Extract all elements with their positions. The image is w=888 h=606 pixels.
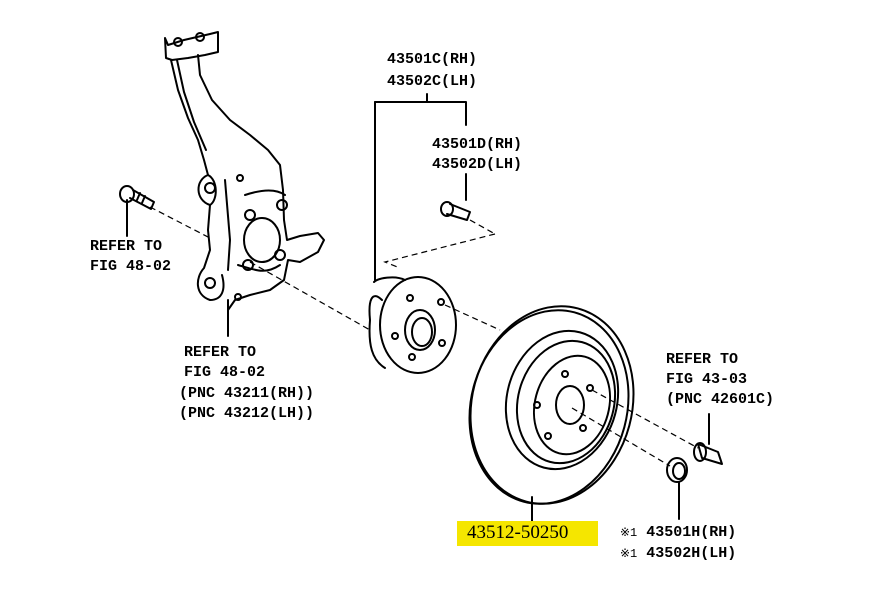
wheel-nut [693,442,723,465]
hub-nut-part-lh[interactable]: 43502H(LH) [646,545,737,562]
wheel-nut-ref-pnc: (PNC 42601C) [666,391,775,408]
knuckle-bolt-ref-line2[interactable]: FIG 48-02 [90,258,172,275]
hub-nut-part-rh[interactable]: 43501H(RH) [646,524,737,541]
knuckle-ref-pnc-rh: (PNC 43211(RH)) [179,385,315,402]
knuckle-bolt [119,185,155,210]
hub-nut-label-lh[interactable]: ※1 43502H(LH) [620,544,736,564]
hub-bolt-label-rh[interactable]: 43501D(RH) [432,136,523,153]
wheel-nut-ref-line2[interactable]: FIG 43-03 [666,371,748,388]
hub-bearing-label-lh[interactable]: 43502C(LH) [387,73,478,90]
hub-bolt-label-lh[interactable]: 43502D(LH) [432,156,523,173]
hub-nut-label-rh[interactable]: ※1 43501H(RH) [620,523,736,543]
brake-disc [468,305,635,505]
note-mark: ※1 [620,547,638,561]
knuckle-ref-pnc-lh: (PNC 43212(LH)) [179,405,315,422]
hub-bearing [368,276,457,374]
steering-knuckle [164,31,325,311]
brake-disc-part-number-highlight[interactable]: 43512-50250 [457,521,598,546]
brake-disc-part-number[interactable]: 43512-50250 [467,522,569,543]
knuckle-bolt-ref-line1: REFER TO [90,238,163,255]
wheel-nut-ref-line1: REFER TO [666,351,739,368]
knuckle-ref-line2[interactable]: FIG 48-02 [184,364,266,381]
note-mark: ※1 [620,526,638,540]
hub-bolt [440,201,471,221]
knuckle-ref-line1: REFER TO [184,344,257,361]
hub-nut [666,457,688,483]
hub-bearing-label-rh[interactable]: 43501C(RH) [387,51,478,68]
